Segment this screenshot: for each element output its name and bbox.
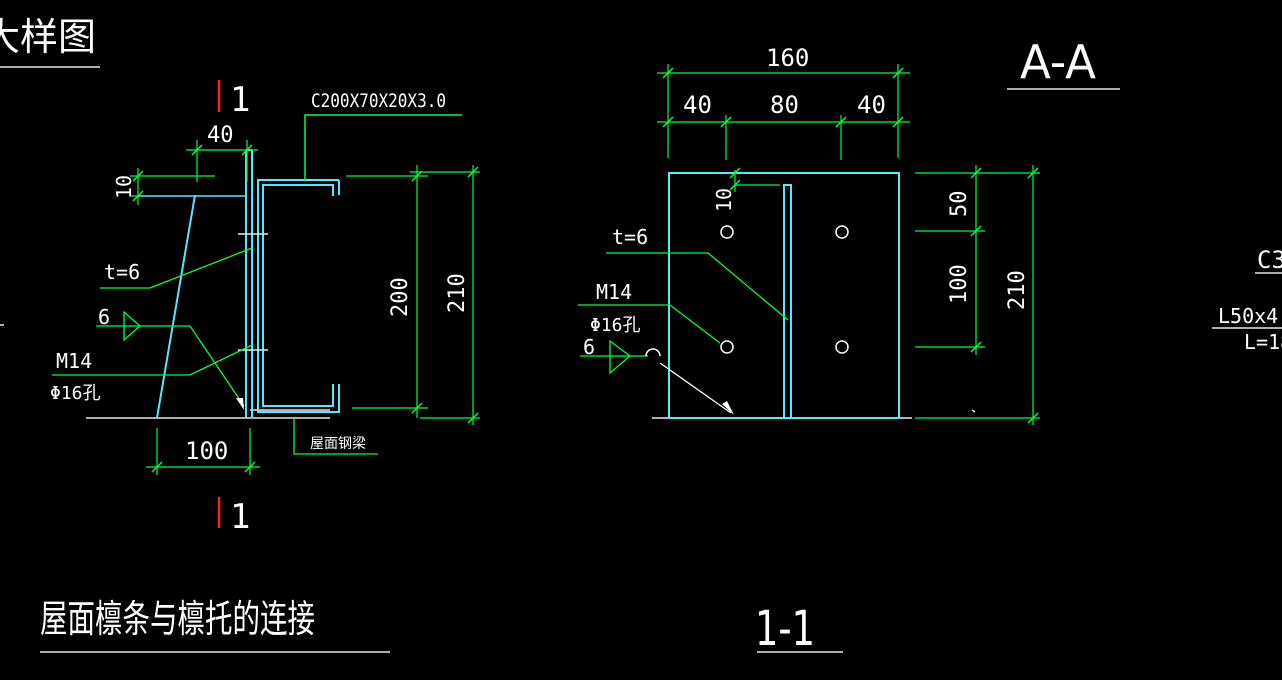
section-mark-bottom: 1 bbox=[217, 497, 250, 537]
right-weld-symbol bbox=[609, 339, 632, 375]
c-purlin-inner bbox=[262, 184, 334, 407]
left-weld-arrowhead bbox=[236, 398, 244, 410]
dim-bottom-width: 100 bbox=[146, 428, 260, 475]
section-title: 1-1 bbox=[755, 601, 815, 657]
section-mark-top-label: 1 bbox=[230, 80, 250, 120]
right-bolt-label: M14 bbox=[596, 280, 632, 304]
bolt-hole-top-right bbox=[835, 225, 849, 239]
dim-top-offset: 10 bbox=[712, 167, 780, 212]
right-weld-arrowhead bbox=[722, 401, 734, 415]
dim-right-vertical: 50 100 210 bbox=[915, 165, 1040, 425]
dim-height-210: 210 bbox=[410, 165, 480, 425]
bolt-hole-top-left bbox=[720, 225, 734, 239]
dim-middle-label: 100 bbox=[947, 264, 972, 304]
left-hole-label: Φ16孔 bbox=[50, 383, 101, 404]
purlin-label: C200X70X20X3.0 bbox=[311, 90, 446, 112]
dim-bottom-width-label: 100 bbox=[185, 437, 228, 465]
section-title-group: 1-1 bbox=[755, 601, 843, 657]
right-edge-angle-label: L50x4 bbox=[1218, 304, 1278, 328]
left-thickness-leader bbox=[100, 247, 253, 289]
right-edge-length-label: L=18 bbox=[1244, 330, 1282, 354]
dim-height-200-label: 200 bbox=[388, 277, 413, 317]
dim-height-210-label: 210 bbox=[445, 273, 470, 313]
dim-top-offset-label: 10 bbox=[712, 188, 736, 212]
right-hole-label: Φ16孔 bbox=[590, 315, 641, 336]
left-weld-symbol bbox=[123, 310, 141, 342]
view-title: A-A bbox=[1020, 35, 1097, 89]
right-base-tick bbox=[971, 409, 976, 413]
left-thickness-label: t=6 bbox=[104, 260, 140, 284]
dim-seg-right-label: 40 bbox=[857, 91, 886, 119]
dim-height-200: 200 bbox=[346, 165, 428, 418]
dim-seg-mid-label: 80 bbox=[770, 91, 799, 119]
right-edge-c-label: C3 bbox=[1257, 246, 1282, 274]
section-mark-top: 1 bbox=[217, 80, 250, 120]
dim-segments: 40 80 40 bbox=[657, 91, 910, 160]
dim-seg-left-label: 40 bbox=[683, 91, 712, 119]
right-weld-all-around bbox=[645, 348, 661, 357]
stiffener-edge bbox=[156, 194, 196, 419]
stiffener-elevation bbox=[783, 184, 792, 419]
left-weld-arrow-leader bbox=[189, 325, 245, 407]
purlin-label-leader bbox=[304, 114, 462, 180]
right-thickness-leader bbox=[606, 252, 789, 321]
right-view: 160 40 80 40 10 bbox=[578, 44, 1040, 425]
beam-label-leader bbox=[293, 418, 378, 455]
dim-total-width: 160 bbox=[657, 44, 910, 158]
right-thickness-label: t=6 bbox=[612, 225, 648, 249]
main-title-group: 屋面檩条与檩托的连接 bbox=[40, 597, 390, 653]
beam-label: 屋面钢梁 bbox=[310, 436, 366, 452]
right-weld-arrow-leader bbox=[659, 362, 732, 414]
dim-total-width-label: 160 bbox=[766, 44, 809, 72]
view-title-group: A-A bbox=[1007, 35, 1120, 90]
left-weld-label: 6 bbox=[98, 305, 110, 329]
right-bolt-leader-diag bbox=[669, 304, 721, 344]
left-bolt-label: M14 bbox=[56, 349, 92, 373]
section-mark-bottom-label: 1 bbox=[230, 497, 250, 537]
left-bolt-leader-diag bbox=[189, 344, 253, 376]
dim-plate-thickness-label: 10 bbox=[112, 175, 136, 199]
right-weld-label: 6 bbox=[583, 335, 595, 359]
dim-plate-thickness: 10 bbox=[112, 168, 215, 205]
dim-total-height-label: 210 bbox=[1005, 270, 1030, 310]
dim-top-width-label: 40 bbox=[207, 123, 234, 148]
right-edge-annotations: C3 L50x4 L=18 bbox=[1212, 246, 1282, 354]
c-purlin-outer bbox=[257, 179, 340, 413]
main-title: 屋面檩条与檩托的连接 bbox=[40, 597, 315, 641]
dim-top-width: 40 bbox=[186, 123, 258, 182]
dim-upper-label: 50 bbox=[947, 191, 972, 218]
left-view: C200X70X20X3.0 40 10 200 bbox=[0, 90, 480, 475]
bolt-hole-bottom-right bbox=[835, 340, 849, 354]
corner-title: 大样图 bbox=[0, 15, 96, 59]
corner-title-group: 大样图 bbox=[0, 15, 100, 68]
bolt-hole-bottom-left bbox=[720, 340, 734, 354]
